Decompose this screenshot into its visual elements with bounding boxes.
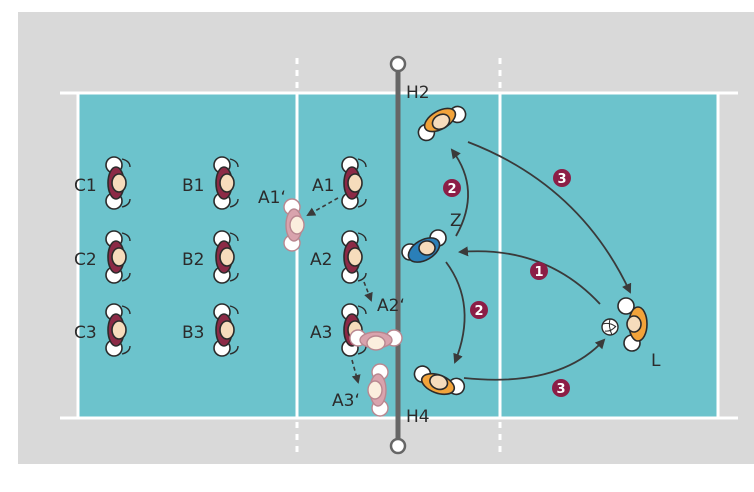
badge-2-down: 2: [470, 301, 488, 319]
badge-3-down-text: 3: [556, 382, 565, 397]
label-a2: A2: [310, 250, 332, 270]
volleyball-icon: [602, 319, 618, 335]
badge-2-up-text: 2: [447, 182, 456, 197]
label-l: L: [651, 351, 661, 371]
label-b3: B3: [182, 323, 204, 343]
label-a3: A3: [310, 323, 332, 343]
badge-2-up: 2: [443, 179, 461, 197]
badge-1-text: 1: [534, 265, 543, 280]
net-post-bottom-icon: [391, 439, 405, 453]
badge-3-up: 3: [553, 169, 571, 187]
label-a2-ghost: A2‘: [377, 296, 405, 316]
label-a1-ghost: A1‘: [258, 188, 286, 208]
net-post-top-icon: [391, 57, 405, 71]
badge-2-down-text: 2: [474, 304, 483, 319]
badge-3-down: 3: [552, 379, 570, 397]
label-a1: A1: [312, 176, 334, 196]
label-b2: B2: [182, 250, 204, 270]
badge-3-up-text: 3: [557, 172, 566, 187]
label-c1: C1: [74, 176, 97, 196]
label-b1: B1: [182, 176, 204, 196]
label-c3: C3: [74, 323, 97, 343]
badge-1: 1: [530, 262, 548, 280]
label-h4: H4: [406, 407, 430, 427]
label-c2: C2: [74, 250, 97, 270]
label-h2: H2: [406, 83, 430, 103]
label-a3-ghost: A3‘: [332, 391, 360, 411]
